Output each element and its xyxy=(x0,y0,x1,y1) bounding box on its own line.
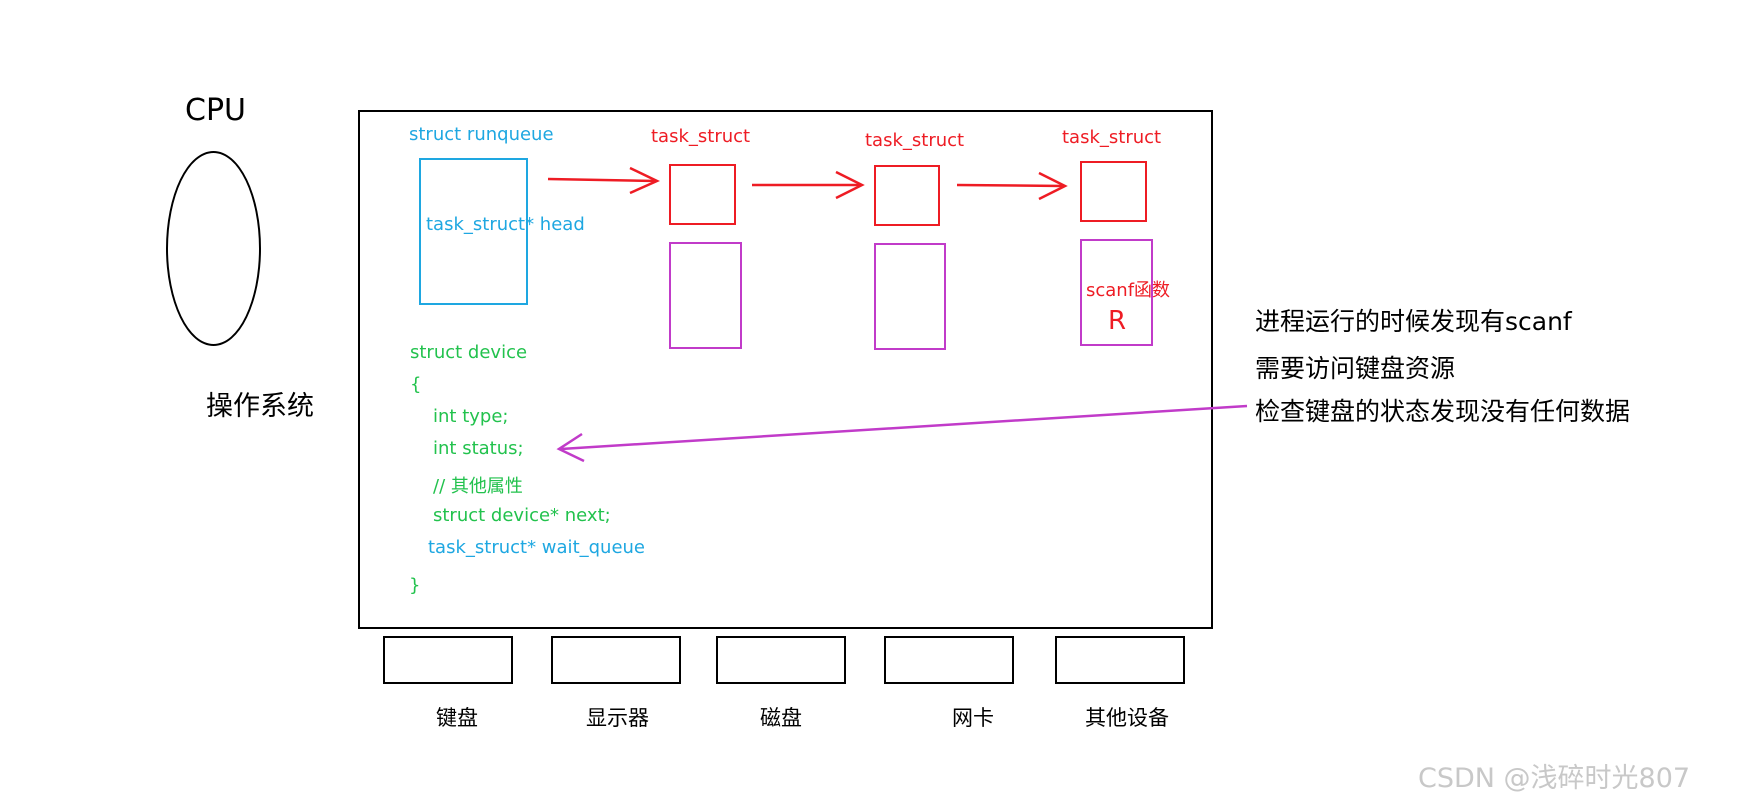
device-label: 网卡 xyxy=(952,706,994,730)
device-struct-line: int type; xyxy=(433,406,509,427)
blocked-process-body-box xyxy=(1080,239,1153,346)
device-label: 键盘 xyxy=(436,706,478,730)
device-box-display xyxy=(551,636,681,684)
cpu-label: CPU xyxy=(185,93,246,128)
scanf-call-label: scanf函数 xyxy=(1086,280,1171,301)
device-struct-line: int status; xyxy=(433,438,524,459)
process-state-label: R xyxy=(1108,306,1127,336)
runqueue-head-field: task_struct* head xyxy=(426,214,585,235)
cpu-ellipse xyxy=(166,151,261,346)
task-struct-node xyxy=(874,165,940,226)
device-struct-line: struct device xyxy=(410,342,528,363)
queue-arrow xyxy=(547,166,660,195)
device-label: 显示器 xyxy=(586,706,649,730)
watermark: CSDN @浅碎时光807 xyxy=(1418,763,1691,794)
device-label: 其他设备 xyxy=(1085,706,1169,730)
device-box-keyboard xyxy=(383,636,513,684)
task-struct-node xyxy=(669,164,736,225)
annotation-line: 进程运行的时候发现有scanf xyxy=(1255,307,1572,336)
device-struct-line: // 其他属性 xyxy=(433,476,523,497)
task-struct-node xyxy=(1080,161,1147,222)
device-wait-queue-line: task_struct* wait_queue xyxy=(428,537,646,558)
task-struct-title: task_struct xyxy=(1062,127,1162,148)
device-label: 磁盘 xyxy=(760,706,802,730)
process-body-box xyxy=(669,242,742,349)
device-box-other xyxy=(1055,636,1185,684)
device-box-disk xyxy=(716,636,846,684)
os-label: 操作系统 xyxy=(206,391,314,422)
annotation-line: 需要访问键盘资源 xyxy=(1255,354,1456,383)
device-box-nic xyxy=(884,636,1014,684)
wait-queue-arrow xyxy=(556,404,1248,463)
device-struct-line: } xyxy=(409,575,421,596)
runqueue-title: struct runqueue xyxy=(409,124,554,145)
os-frame xyxy=(358,110,1213,629)
device-struct-line: { xyxy=(410,374,422,395)
task-struct-title: task_struct xyxy=(651,126,751,147)
runqueue-box xyxy=(419,158,528,305)
process-body-box xyxy=(874,243,946,350)
device-struct-line: struct device* next; xyxy=(433,505,611,526)
queue-arrow xyxy=(752,170,865,200)
queue-arrow xyxy=(956,171,1068,201)
task-struct-title: task_struct xyxy=(865,130,965,151)
annotation-line: 检查键盘的状态发现没有任何数据 xyxy=(1255,397,1631,426)
